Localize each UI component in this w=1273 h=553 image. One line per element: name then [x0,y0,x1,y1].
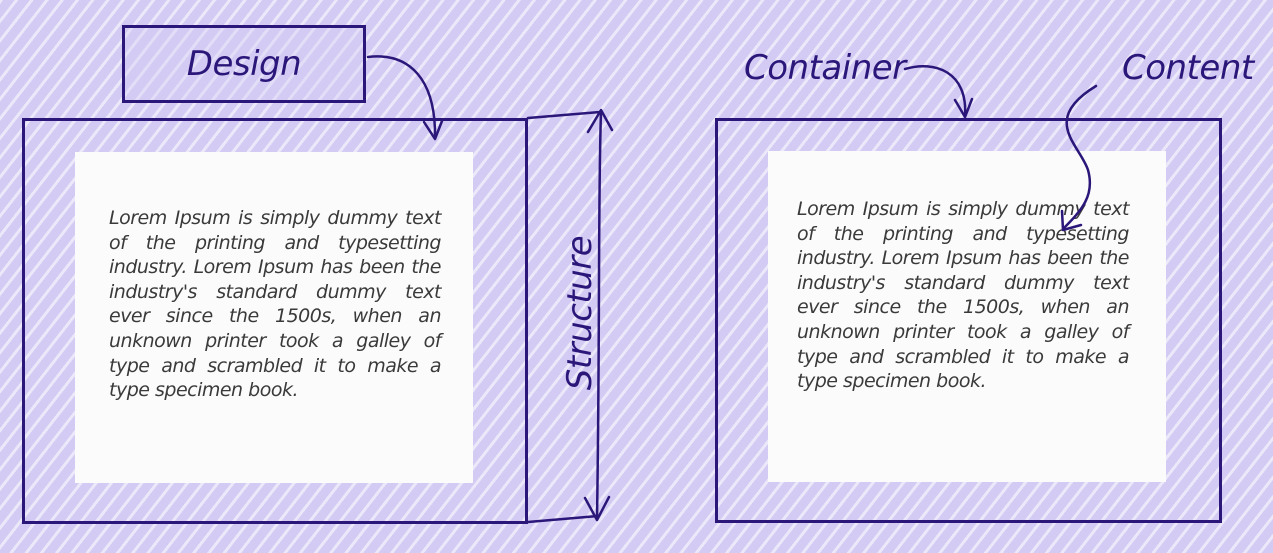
design-label-box: Design [122,25,366,103]
structure-arrowhead-top [586,108,614,134]
content-label: Content [1122,48,1254,88]
left-outer-frame [22,118,528,524]
container-arrow [903,64,967,118]
structure-bottom-line [526,514,600,524]
left-panel-text: Lorem Ipsum is simply dummy text of the … [109,207,442,402]
left-content-panel [75,152,473,483]
design-label: Design [186,44,302,84]
container-label: Container [744,48,906,88]
structure-top-line [526,110,602,120]
structure-arrowhead-bottom [583,495,611,522]
design-arrowhead [422,119,444,141]
right-content-panel [768,151,1166,482]
content-arrowhead [1060,209,1083,232]
structure-arrow [595,110,603,520]
container-arrowhead [953,97,974,119]
content-arrow [1062,84,1098,230]
design-arrow [366,55,437,140]
right-outer-frame [715,118,1222,523]
right-panel-text: Lorem Ipsum is simply dummy text of the … [797,198,1130,393]
